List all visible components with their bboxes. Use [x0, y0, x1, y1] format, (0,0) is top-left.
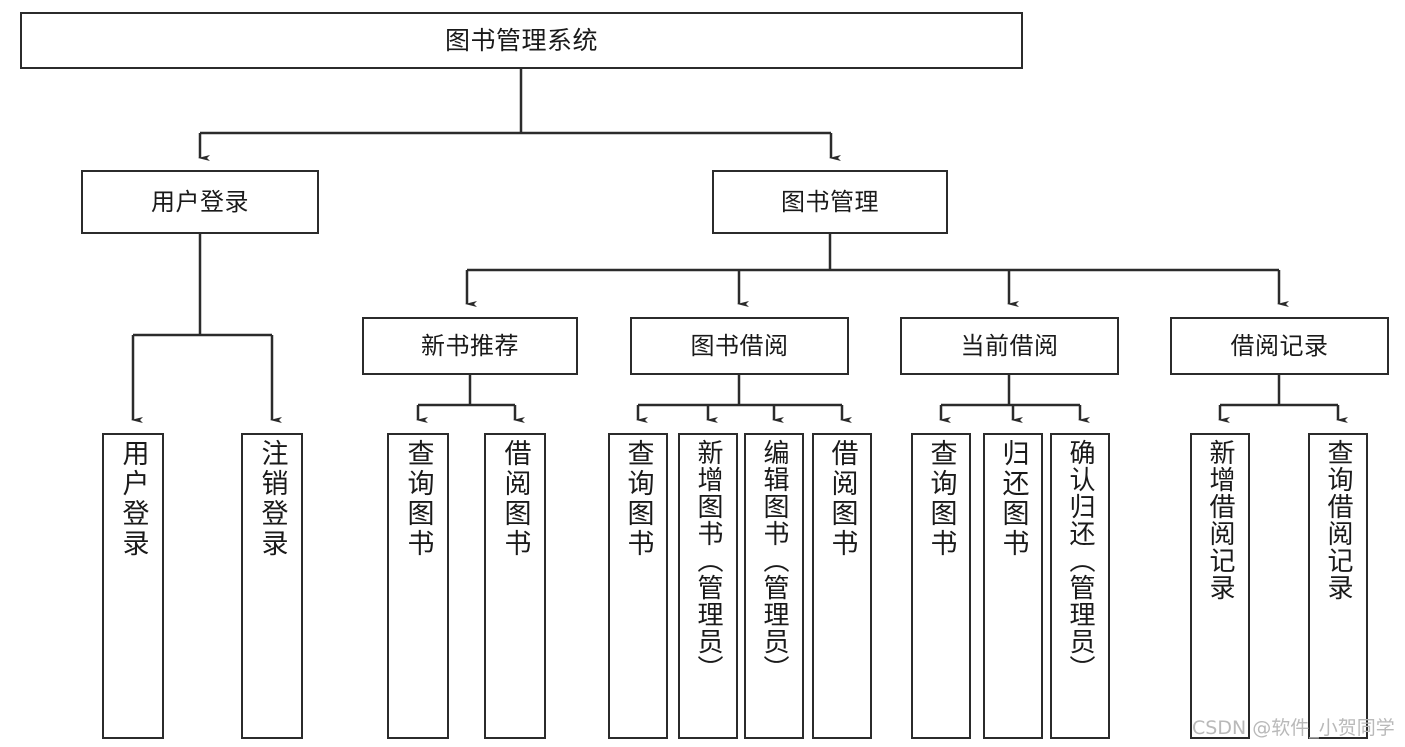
node-leaf-user-login-label: 用户登录 [117, 439, 149, 559]
node-leaf-query-book[interactable]: 查询图书 [608, 433, 668, 739]
node-leaf-edit-book-admin[interactable]: 编辑图书（管理员） [744, 433, 804, 739]
node-leaf-add-borrow-record-label: 新增借阅记录 [1205, 439, 1235, 601]
node-leaf-edit-book-admin-label: 编辑图书（管理员） [759, 439, 789, 682]
node-borrow-record-label: 借阅记录 [1230, 331, 1329, 360]
node-book-manage[interactable]: 图书管理 [712, 170, 948, 234]
node-leaf-borrow-book-rec[interactable]: 借阅图书 [484, 433, 546, 739]
node-leaf-query-book-cur[interactable]: 查询图书 [911, 433, 971, 739]
node-leaf-confirm-return-admin[interactable]: 确认归还（管理员） [1050, 433, 1110, 739]
node-leaf-borrow-book-rec-label: 借阅图书 [499, 439, 531, 559]
node-leaf-return-book[interactable]: 归还图书 [983, 433, 1043, 739]
node-user-login-label: 用户登录 [151, 187, 249, 216]
node-leaf-return-book-label: 归还图书 [997, 439, 1029, 559]
node-borrow-record[interactable]: 借阅记录 [1170, 317, 1389, 375]
node-new-book-rec-label: 新书推荐 [421, 331, 519, 360]
node-leaf-confirm-return-admin-label: 确认归还（管理员） [1065, 439, 1095, 682]
node-leaf-user-login[interactable]: 用户登录 [102, 433, 164, 739]
node-leaf-user-logout-label: 注销登录 [256, 439, 288, 559]
node-book-borrow-label: 图书借阅 [690, 331, 789, 360]
node-new-book-rec[interactable]: 新书推荐 [362, 317, 578, 375]
node-leaf-query-borrow-record[interactable]: 查询借阅记录 [1308, 433, 1368, 739]
node-leaf-add-book-admin[interactable]: 新增图书（管理员） [678, 433, 738, 739]
node-leaf-query-book-rec-label: 查询图书 [402, 439, 434, 559]
node-leaf-query-book-rec[interactable]: 查询图书 [387, 433, 449, 739]
node-leaf-add-book-admin-label: 新增图书（管理员） [693, 439, 723, 682]
node-leaf-borrow-book[interactable]: 借阅图书 [812, 433, 872, 739]
node-book-borrow[interactable]: 图书借阅 [630, 317, 849, 375]
node-leaf-add-borrow-record[interactable]: 新增借阅记录 [1190, 433, 1250, 739]
node-root[interactable]: 图书管理系统 [20, 12, 1023, 69]
csdn-watermark: CSDN @软件_小贺同学 [1192, 717, 1395, 739]
node-leaf-query-book-label: 查询图书 [622, 439, 654, 559]
node-leaf-user-logout[interactable]: 注销登录 [241, 433, 303, 739]
node-root-label: 图书管理系统 [444, 25, 598, 55]
node-book-manage-label: 图书管理 [781, 187, 879, 216]
node-user-login[interactable]: 用户登录 [81, 170, 319, 234]
node-leaf-borrow-book-label: 借阅图书 [826, 439, 858, 559]
node-leaf-query-book-cur-label: 查询图书 [925, 439, 957, 559]
node-current-borrow-label: 当前借阅 [960, 331, 1059, 360]
node-leaf-query-borrow-record-label: 查询借阅记录 [1323, 439, 1353, 601]
node-current-borrow[interactable]: 当前借阅 [900, 317, 1119, 375]
